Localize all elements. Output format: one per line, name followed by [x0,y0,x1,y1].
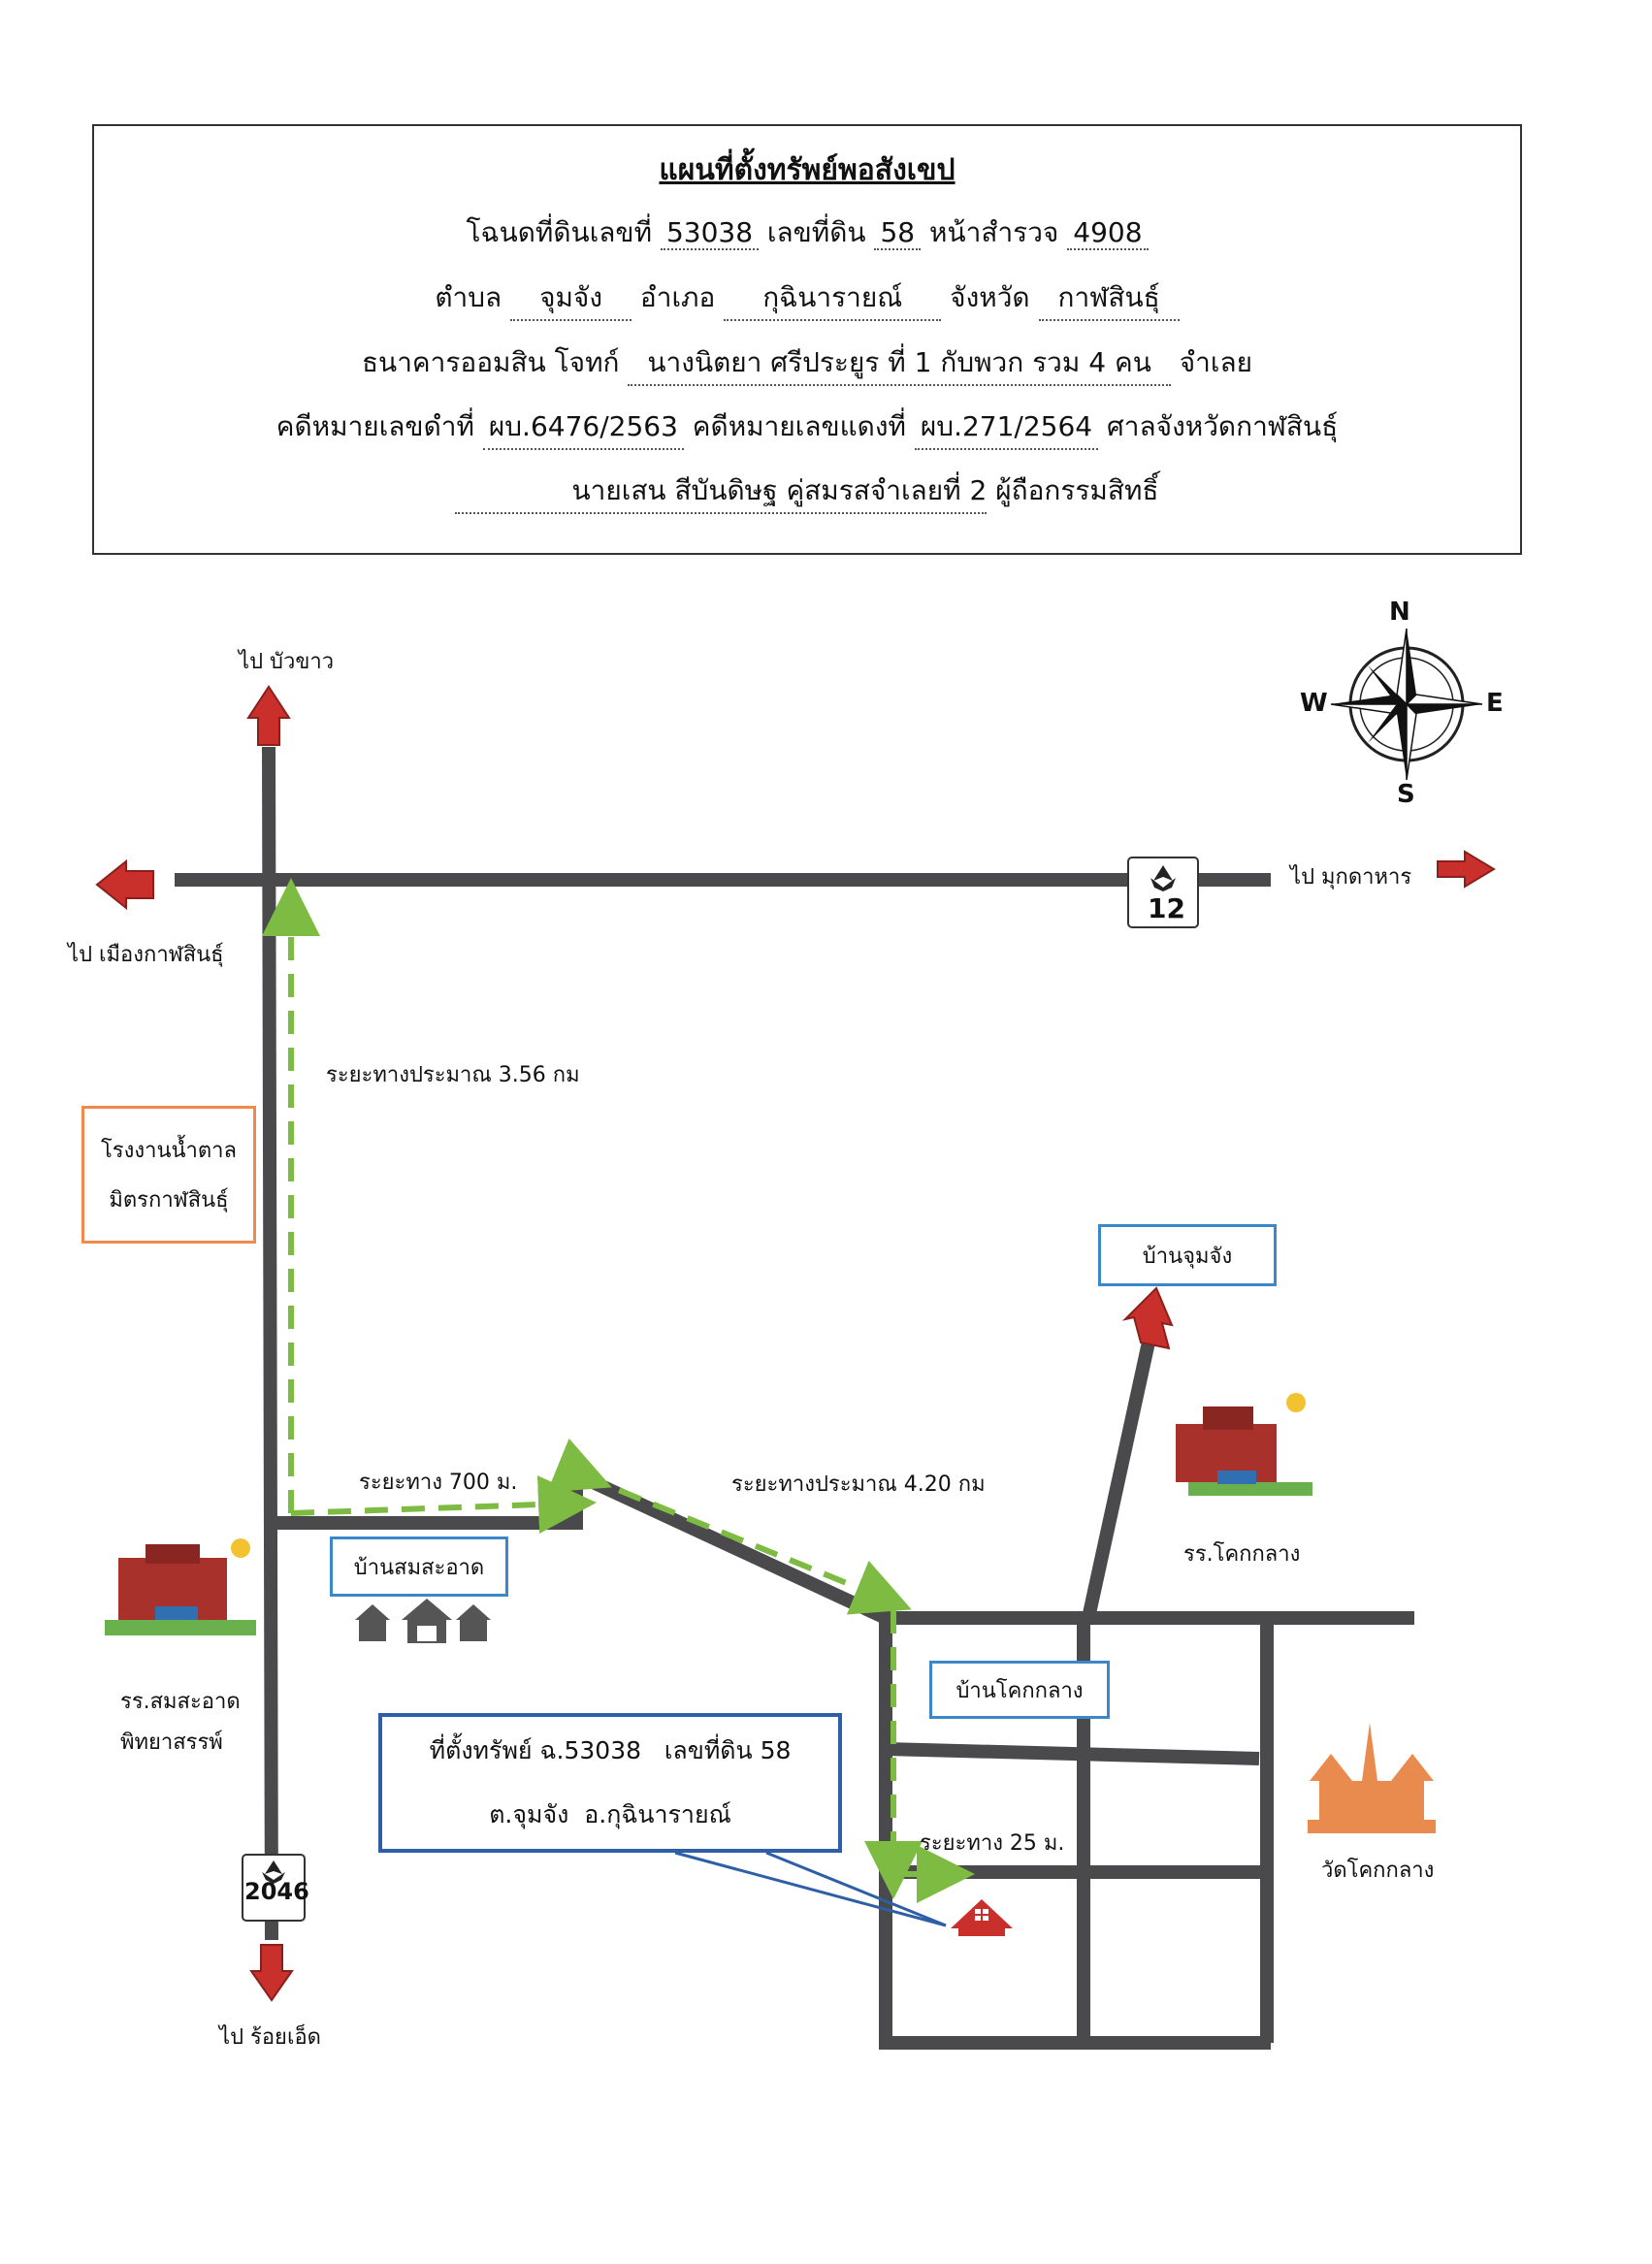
label-dist-700: ระยะทาง 700 ม. [359,1471,518,1495]
property-line2: ต.จุมจัง อ.กุฉินารายณ์ [489,1800,731,1828]
property-line1: ที่ตั้งทรัพย์ ฉ.53038 เลขที่ดิน 58 [429,1736,792,1764]
case-line: คดีหมายเลขดำที่ ผบ.6476/2563 คดีหมายเลขแ… [94,405,1520,450]
arrow-west-icon [95,858,154,911]
deed-label: โฉนดที่ดินเลขที่ [466,216,653,248]
route-segment-700 [290,1475,597,1535]
road-2046 [262,746,278,1941]
court: ศาลจังหวัดกาฬสินธุ์ [1107,410,1339,442]
defendant: นางนิตยา ศรีประยูร ที่ 1 กับพวก รวม 4 คน [628,341,1171,386]
compass-w: W [1300,689,1328,718]
district: กุฉินารายณ์ [724,276,942,321]
village-houses-icon [355,1599,491,1643]
label-school-somsaat-1: รร.สมสะอาด [120,1690,241,1714]
road-khokklang-mid [885,1742,1260,1765]
map-title: แผนที่ตั้งทรัพย์พอสังเขป [659,153,956,187]
label-to-mukdahan: ไป มุกดาหาร [1290,865,1412,889]
compass-s: S [1397,780,1415,809]
red-case-label: คดีหมายเลขแดงที่ [692,410,906,442]
direction-arrows [95,685,1496,2002]
school-somsaat-icon [105,1538,256,1635]
red-case: ผบ.271/2564 [914,405,1099,450]
label-dist-420: ระยะทางประมาณ 4.20 กม [731,1472,986,1497]
temple-icon [1308,1723,1436,1833]
province-label: จังหวัด [950,281,1030,313]
defendant-label: จำเลย [1179,346,1253,378]
label-to-roiet: ไป ร้อยเอ็ด [219,2025,321,2050]
subdistrict-label: ตำบล [435,281,502,313]
garuda-icon [262,1860,285,1884]
label-school-somsaat-2: พิทยาสรรพ์ [120,1730,223,1755]
location-line: ตำบล จุมจัง อำเภอ กุฉินารายณ์ จังหวัด กา… [94,276,1520,321]
deed-line: โฉนดที่ดินเลขที่ 53038 เลขที่ดิน 58 หน้า… [94,211,1520,254]
compass-rose-icon [1330,628,1483,781]
survey-no: 4908 [1067,216,1149,250]
land-no: 58 [874,216,922,250]
label-to-buakhao: ไป บัวขาว [239,650,335,674]
label-temple: วัดโคกกลาง [1321,1859,1435,1883]
district-label: อำเภอ [639,281,716,313]
ban-jumjang-box: บ้านจุมจัง [1098,1224,1277,1286]
owner-line: นายเสน สีบันดิษฐ คู่สมรสจำเลยที่ 2 ผู้ถื… [94,469,1520,514]
black-case: ผบ.6476/2563 [482,405,684,450]
school-khokklang-icon [1176,1393,1312,1496]
sugar-factory-box: โรงงานน้ำตาล มิตรกาฬสินธุ์ [81,1106,256,1244]
arrow-south-icon [249,1944,294,2002]
deed-no: 53038 [660,216,760,250]
hwy-12-shield [1127,857,1199,928]
ban-khokklang-box: บ้านโคกกลาง [929,1661,1110,1719]
arrow-jumjang-icon [1121,1286,1174,1350]
label-school-khokklang: รร.โคกกลาง [1183,1542,1301,1567]
property-pointer [674,1851,947,1927]
hwy-2046-label: 2046 [244,1878,309,1905]
black-case-label: คดีหมายเลขดำที่ [275,410,474,442]
party-line: ธนาคารออมสิน โจทก์ นางนิตยา ศรีประยูร ที… [94,341,1520,386]
owner: นายเสน สีบันดิษฐ คู่สมรสจำเลยที่ 2 [455,469,988,514]
route-segment-420 [546,1438,912,1615]
owner-label: ผู้ถือกรรมสิทธิ์ [995,474,1159,506]
arrow-east-icon [1437,850,1496,889]
label-to-kalasin: ไป เมืองกาฬสินธุ์ [68,943,224,967]
header-box: แผนที่ตั้งทรัพย์พอสังเขป โฉนดที่ดินเลขที… [92,124,1522,555]
label-dist-356: ระยะทางประมาณ 3.56 กม [326,1063,580,1087]
subdistrict: จุมจัง [510,276,632,321]
plaintiff-label: ธนาคารออมสิน โจทก์ [361,346,620,378]
ban-somsaat-box: บ้านสมสะอาด [330,1536,508,1597]
property-box: ที่ตั้งทรัพย์ ฉ.53038 เลขที่ดิน 58 ต.จุม… [378,1713,842,1853]
label-dist-25: ระยะทาง 25 ม. [920,1831,1065,1856]
sugar-factory-line2: มิตรกาฬสินธุ์ [109,1188,229,1213]
garuda-icon [1150,865,1176,891]
survey-label: หน้าสำรวจ [929,216,1059,248]
arrow-north-icon [246,685,291,746]
property-house-icon [951,1899,1013,1936]
compass-n: N [1389,598,1410,627]
hwy-2046-shield [242,1854,306,1922]
sugar-factory-line1: โรงงานน้ำตาล [100,1139,238,1163]
road-jumjang [1082,1327,1158,1620]
hwy-12-label: 12 [1148,892,1185,924]
land-label: เลขที่ดิน [766,216,866,248]
compass-e: E [1486,689,1504,718]
province: กาฬสินธุ์ [1038,276,1180,321]
route-path [262,878,975,1903]
